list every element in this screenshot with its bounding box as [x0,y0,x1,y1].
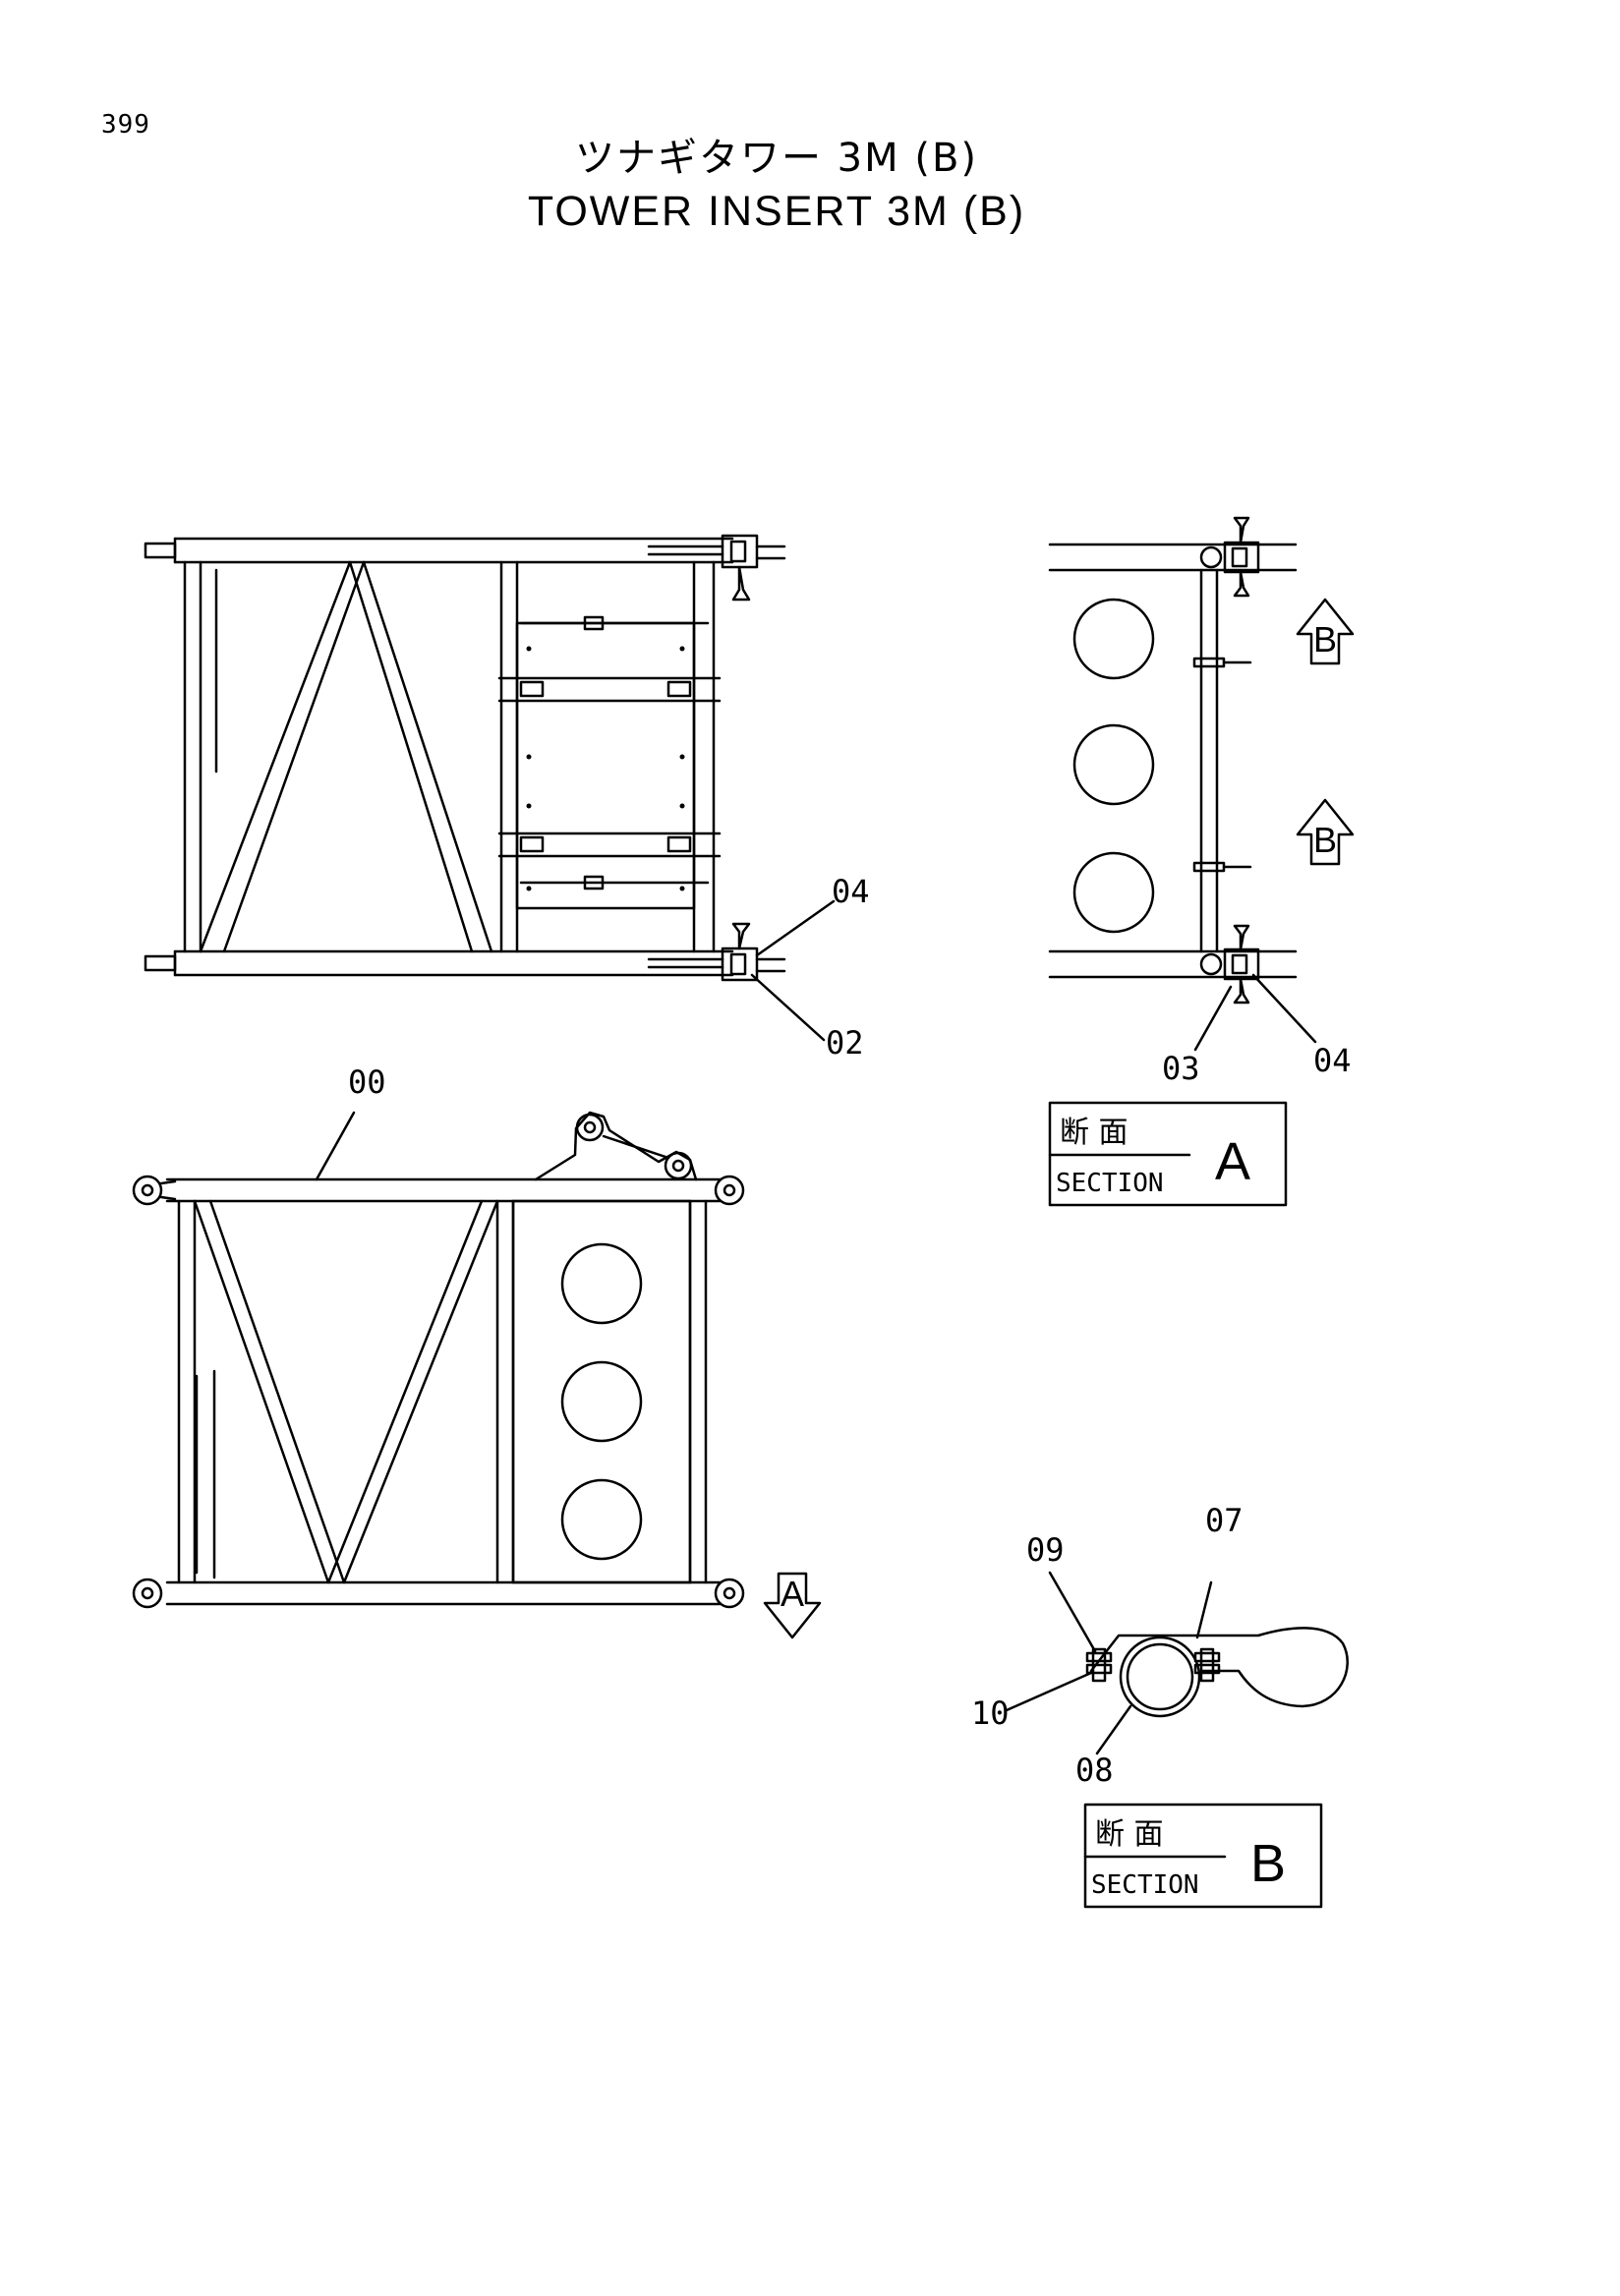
section-a-letter: A [1215,1132,1250,1191]
section-b-english: SECTION [1091,1870,1199,1900]
top-view-frame [144,534,786,982]
view-arrow-a [763,1572,822,1639]
top-view-bolts [526,646,685,891]
view-arrow-b-upper [1296,598,1355,665]
section-a-view [1048,516,1298,1004]
part-label-08: 08 [1075,1751,1114,1789]
leader-03 [1193,985,1233,1052]
view-arrow-a-label: A [781,1574,804,1614]
part-label-10: 10 [971,1694,1010,1732]
part-label-04-section: 04 [1313,1042,1352,1079]
part-label-00: 00 [348,1063,386,1101]
leader-04-section [1251,973,1317,1044]
section-b-detail [1085,1627,1349,1718]
page-number: 399 [101,110,150,140]
part-label-02: 02 [826,1024,864,1062]
part-label-09: 09 [1026,1531,1065,1569]
front-view-frame [132,1111,745,1609]
section-b-japanese: 断 面 [1095,1817,1164,1852]
view-arrow-b-lower-label: B [1313,820,1337,860]
title-japanese: ツナギタワー 3M (B) [574,136,979,181]
part-label-03: 03 [1162,1050,1200,1087]
leader-02 [750,973,826,1042]
title-english: TOWER INSERT 3M (B) [527,188,1026,235]
leader-07 [1195,1580,1213,1639]
part-label-04: 04 [832,873,870,910]
section-b-letter: B [1250,1834,1286,1893]
section-a-english: SECTION [1056,1169,1164,1198]
leader-00 [315,1111,356,1181]
leader-10 [1005,1671,1093,1712]
section-a-japanese: 断 面 [1060,1116,1128,1150]
leader-08 [1095,1704,1132,1755]
leader-09 [1048,1571,1097,1653]
title-block: ツナギタワー 3M (B) TOWER INSERT 3M (B) [0,132,1553,238]
view-arrow-b-upper-label: B [1313,619,1337,660]
view-arrow-b-lower [1296,798,1355,866]
leader-04 [755,899,836,957]
part-label-07: 07 [1205,1502,1244,1539]
